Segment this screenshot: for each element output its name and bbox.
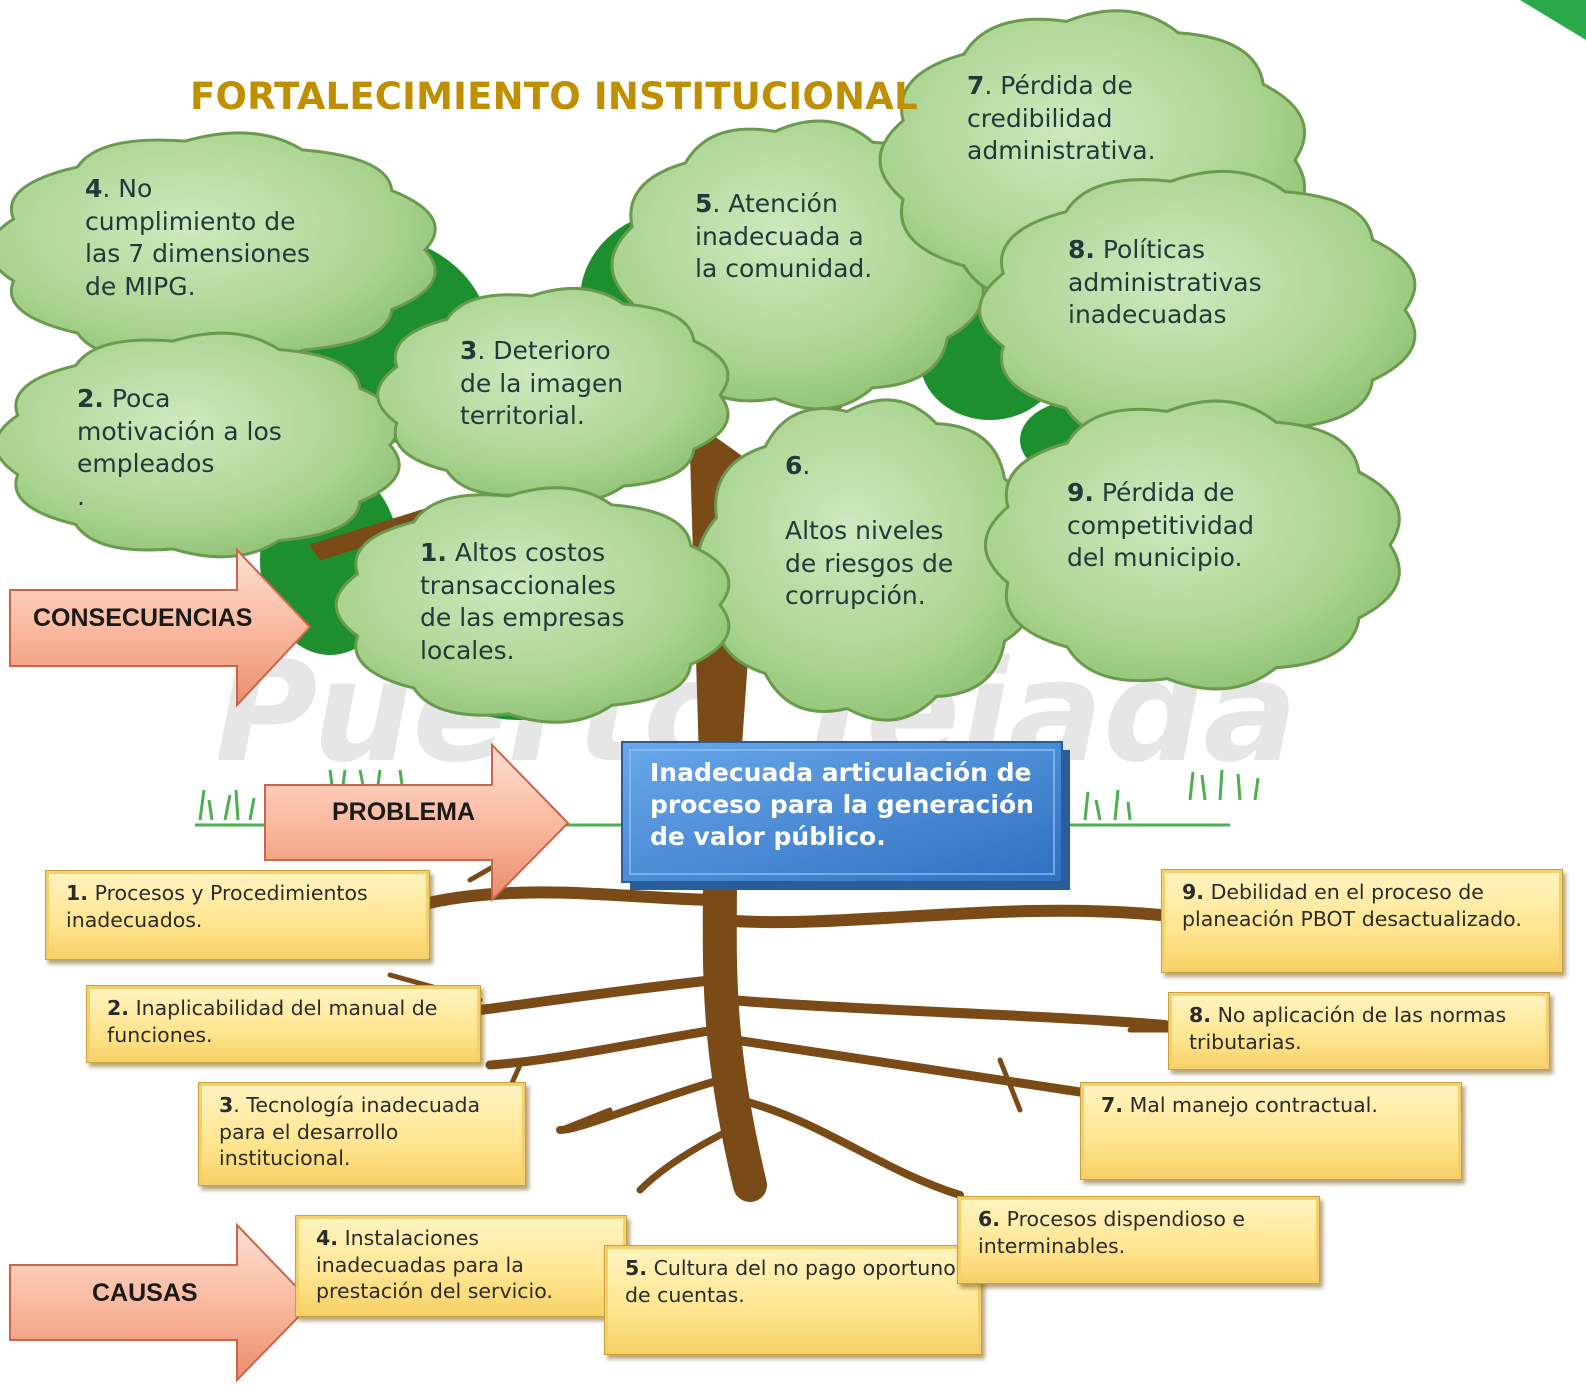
consequence-line — [785, 483, 953, 516]
consequence-line: transaccionales — [420, 570, 616, 600]
consequence-line: 2. Poca — [77, 384, 171, 413]
cause-number: 1. — [66, 881, 89, 905]
cause-box-8: 8. No aplicación de las normas tributari… — [1168, 992, 1550, 1070]
consequence-line: las 7 dimensiones — [85, 239, 310, 268]
consequence-line: administrativas — [1068, 267, 1262, 297]
consequence-text-9: 9. Pérdida de competitividad del municipio… — [1067, 477, 1254, 575]
cause-text: No aplicación de las normas tributarias. — [1189, 1003, 1507, 1054]
consequences-arrow — [9, 547, 312, 708]
cause-text: Cultura del no pago oportuno de cuentas. — [625, 1256, 956, 1307]
cause-number: 8. — [1189, 1003, 1212, 1027]
cause-text: Procesos dispendioso e interminables. — [978, 1207, 1246, 1258]
cause-text: Procesos y Procedimientos inadecuados. — [66, 881, 368, 932]
consequence-line: territorial. — [460, 401, 585, 430]
cause-number: 9. — [1182, 880, 1205, 904]
consequence-text-5: 5. Atención inadecuada a la comunidad. — [695, 188, 872, 286]
consequence-text-7: 7. Pérdida de credibilidad administrativa. — [967, 70, 1156, 168]
causes-label: CAUSAS — [92, 1279, 198, 1307]
consequence-line: la comunidad. — [695, 254, 873, 283]
consequence-text-3: 3. Deterioro de la imagen territorial. — [460, 335, 623, 433]
consequence-line: 7. Pérdida de — [967, 71, 1133, 100]
cause-number: 4. — [316, 1226, 339, 1250]
cause-box-7: 7. Mal manejo contractual. — [1080, 1082, 1462, 1180]
consequence-line: 1. Altos costos — [420, 538, 606, 567]
consequence-line: 4. No — [85, 174, 153, 203]
consequence-number: 9. — [1067, 478, 1094, 507]
problem-label: PROBLEMA — [332, 798, 476, 826]
causes-arrow — [9, 1222, 314, 1383]
consequence-number: 3 — [460, 336, 478, 365]
consequence-text-1: 1. Altos costos transaccionales de las emp… — [420, 537, 625, 667]
consequence-line: . — [77, 481, 85, 511]
consequence-cloud-1 — [334, 486, 731, 724]
consequence-cloud-9 — [984, 399, 1401, 691]
consequence-line: de MIPG. — [85, 271, 196, 301]
cause-text: Inaplicabilidad del manual de funciones. — [107, 996, 438, 1047]
cause-text: Mal manejo contractual. — [1123, 1093, 1378, 1117]
consequence-line: competitividad — [1067, 510, 1254, 540]
corner-decoration — [1520, 0, 1586, 40]
consequence-line: cumplimiento de — [85, 206, 296, 236]
consequences-label: CONSECUENCIAS — [33, 604, 253, 632]
consequence-number: 2. — [77, 384, 104, 413]
consequence-line: inadecuada a — [695, 221, 864, 251]
consequence-number: 7 — [967, 71, 985, 100]
consequence-number: 4 — [85, 174, 103, 203]
cause-number: 2. — [107, 996, 130, 1020]
consequence-line: 8. Políticas — [1068, 235, 1206, 264]
consequence-text-6: 6. Altos niveles de riesgos de corrupción. — [785, 450, 953, 613]
cause-text: . Tecnología inadecuada para el desarrol… — [219, 1093, 481, 1170]
consequence-line: administrativa. — [967, 136, 1156, 165]
cause-number: 5. — [625, 1256, 648, 1280]
cause-box-9: 9. Debilidad en el proceso de planeación… — [1161, 869, 1563, 973]
cause-number: 6. — [978, 1207, 1001, 1231]
cause-box-1: 1. Procesos y Procedimientos inadecuados… — [45, 870, 430, 960]
consequence-line: motivación a los — [77, 416, 282, 446]
consequence-line: 9. Pérdida de — [1067, 478, 1235, 507]
consequence-cloud-2 — [0, 331, 401, 559]
consequence-number: 1. — [420, 538, 447, 567]
consequence-line: 6. — [785, 451, 811, 480]
consequence-line: empleados — [77, 449, 215, 478]
cause-text: Instalaciones inadecuadas para la presta… — [316, 1226, 553, 1303]
page-title: FORTALECIMIENTO INSTITUCIONAL — [190, 75, 918, 118]
consequence-number: 5 — [695, 189, 713, 218]
consequence-text-4: 4. No cumplimiento de las 7 dimensiones de … — [85, 173, 310, 303]
consequence-clouds — [0, 9, 1417, 724]
consequence-line: del municipio. — [1067, 543, 1243, 572]
cause-box-3: 3. Tecnología inadecuada para el desarro… — [198, 1082, 526, 1186]
consequence-cloud-4 — [0, 131, 437, 369]
cause-number: 3 — [219, 1093, 234, 1117]
consequence-line: credibilidad — [967, 103, 1113, 133]
consequence-text-8: 8. Políticas administrativas inadecuadas — [1068, 234, 1262, 332]
consequence-line: locales. — [420, 635, 515, 665]
consequence-number: 8. — [1068, 235, 1095, 264]
consequence-line: 5. Atención — [695, 189, 838, 218]
consequence-text-2: 2. Poca motivación a los empleados. — [77, 383, 282, 513]
cause-box-5: 5. Cultura del no pago oportuno de cuent… — [604, 1245, 982, 1355]
cause-number: 7. — [1101, 1093, 1124, 1117]
problem-box — [621, 741, 1070, 890]
cause-box-2: 2. Inaplicabilidad del manual de funcion… — [86, 985, 481, 1063]
consequence-cloud-3 — [376, 286, 730, 504]
consequence-line: de la imagen — [460, 368, 624, 398]
consequence-line: de las empresas — [420, 603, 625, 632]
consequence-line: Altos niveles — [785, 516, 944, 545]
consequence-line: de riesgos de — [785, 548, 954, 578]
consequence-number: 6 — [785, 451, 803, 480]
cause-box-4: 4. Instalaciones inadecuadas para la pre… — [295, 1215, 627, 1317]
problem-arrow — [264, 742, 570, 903]
problem-statement: Inadecuada articulación de proceso para … — [650, 758, 1034, 851]
consequence-line: corrupción. — [785, 581, 926, 610]
cause-text: Debilidad en el proceso de planeación PB… — [1182, 880, 1522, 931]
consequence-line: 3. Deterioro — [460, 336, 611, 365]
consequence-line: inadecuadas — [1068, 300, 1227, 329]
cause-box-6: 6. Procesos dispendioso e interminables. — [957, 1196, 1320, 1284]
